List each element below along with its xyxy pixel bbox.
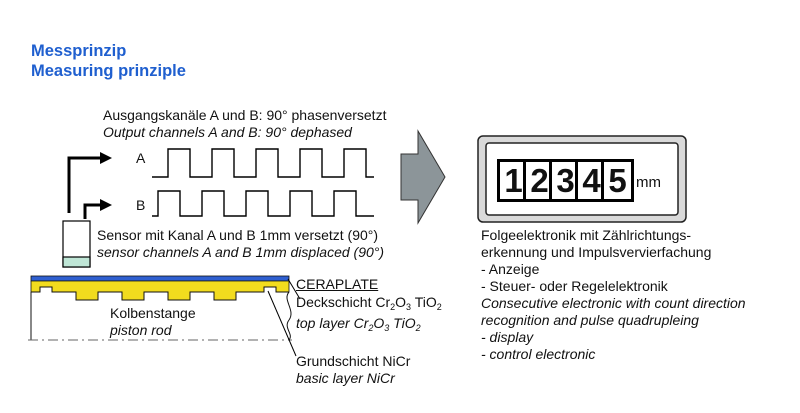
- waveform-channel-a: [152, 148, 374, 178]
- signal-arrow-b: [83, 199, 112, 219]
- piston-rod-break: [286, 291, 292, 341]
- rod-label-en: piston rod: [110, 322, 172, 338]
- output-channels-en: Output channels A and B: 90° dephased: [103, 124, 352, 140]
- basic-layer-de: Grundschicht NiCr: [296, 353, 411, 369]
- heading-line-1: Messprinzip: [31, 42, 127, 60]
- flow-arrow: [400, 129, 446, 225]
- electronics-line-en-4: - control electronic: [481, 346, 596, 362]
- electronics-line-en-1: Consecutive electronic with count direct…: [481, 295, 746, 311]
- ceraplate-top-layer: [30, 275, 290, 282]
- signal-arrow-a: [67, 152, 112, 213]
- display-unit: mm: [636, 174, 661, 191]
- ceraplate-label: CERAPLATE: [296, 276, 379, 292]
- electronics-line-3: - Anzeige: [481, 261, 540, 277]
- piston-rod-outline: [31, 286, 289, 301]
- heading-line-2: Measuring prinziple: [31, 62, 186, 80]
- top-layer-en: top layer Cr2O3 TiO2: [296, 315, 421, 333]
- electronics-line-1: Folgeelektronik mit Zählrichtungs-: [481, 227, 692, 243]
- rod-label-de: Kolbenstange: [110, 305, 196, 321]
- top-layer-de: Deckschicht Cr2O3 TiO2: [296, 294, 442, 312]
- electronics-line-en-2: recognition and pulse quadrupleing: [481, 312, 699, 328]
- electronics-line-4: - Steuer- oder Regelelektronik: [481, 278, 668, 294]
- electronics-line-en-3: - display: [481, 329, 534, 345]
- waveform-channel-b: [152, 190, 374, 217]
- display-digit-5: 5: [601, 159, 634, 202]
- leader-basic-layer: [267, 290, 297, 357]
- sensor-head: [62, 220, 91, 268]
- nicr-base-layer: [30, 280, 290, 301]
- leader-ceraplate: [287, 278, 301, 300]
- electronics-line-2: erkennung und Impulsvervierfachung: [481, 244, 712, 260]
- output-channels-de: Ausgangskanäle A und B: 90° phasenverset…: [103, 107, 387, 123]
- sensor-text-de: Sensor mit Kanal A und B 1mm versetzt (9…: [97, 227, 379, 243]
- basic-layer-en: basic layer NiCr: [296, 370, 395, 386]
- sensor-text-en: sensor channels A and B 1mm displaced (9…: [97, 244, 385, 260]
- channel-label-a: A: [136, 150, 146, 166]
- channel-label-b: B: [136, 197, 146, 213]
